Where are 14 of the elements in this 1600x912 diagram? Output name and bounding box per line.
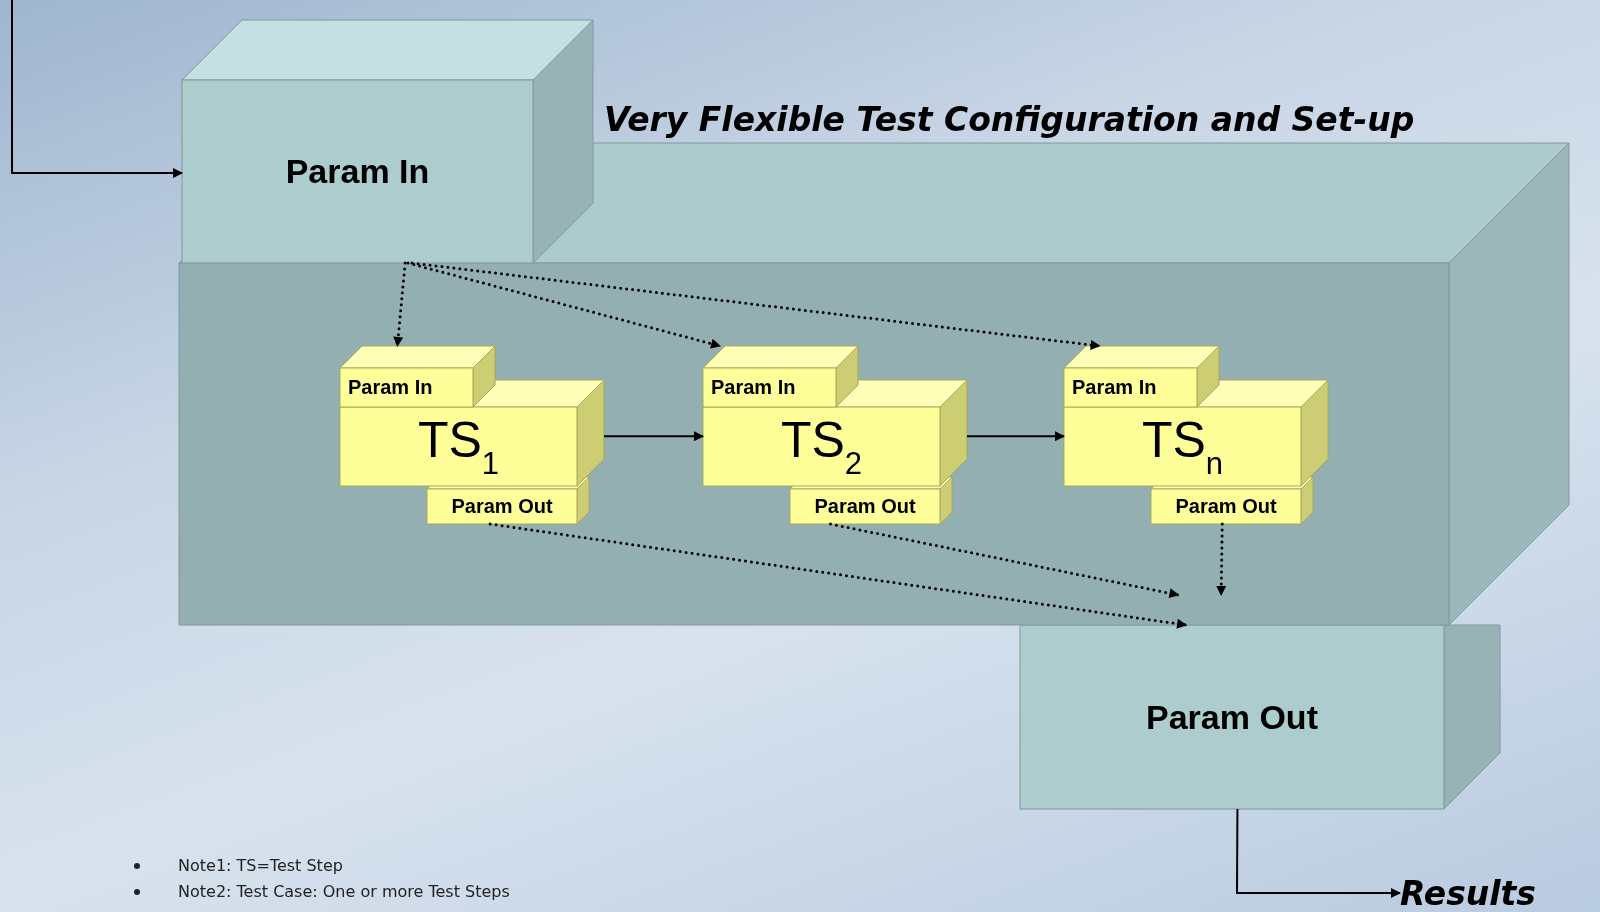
dotted-arrow bbox=[406, 261, 722, 349]
dotted-arrow bbox=[410, 261, 1102, 350]
dotted-arrow bbox=[1216, 522, 1227, 597]
heading: Very Flexible Test Configuration and Set-up bbox=[604, 99, 1415, 139]
results-label: Results bbox=[1400, 872, 1600, 912]
note-text: Note1: TS=Test Step bbox=[178, 856, 343, 875]
arrow bbox=[11, 0, 183, 179]
arrow bbox=[1236, 808, 1401, 898]
note-text: Note2: Test Case: One or more Test Steps bbox=[178, 882, 510, 901]
dotted-arrow bbox=[829, 522, 1180, 599]
arrow bbox=[966, 431, 1065, 442]
dotted-arrow bbox=[488, 522, 1188, 629]
dotted-arrow bbox=[393, 261, 407, 348]
arrow bbox=[603, 431, 704, 442]
